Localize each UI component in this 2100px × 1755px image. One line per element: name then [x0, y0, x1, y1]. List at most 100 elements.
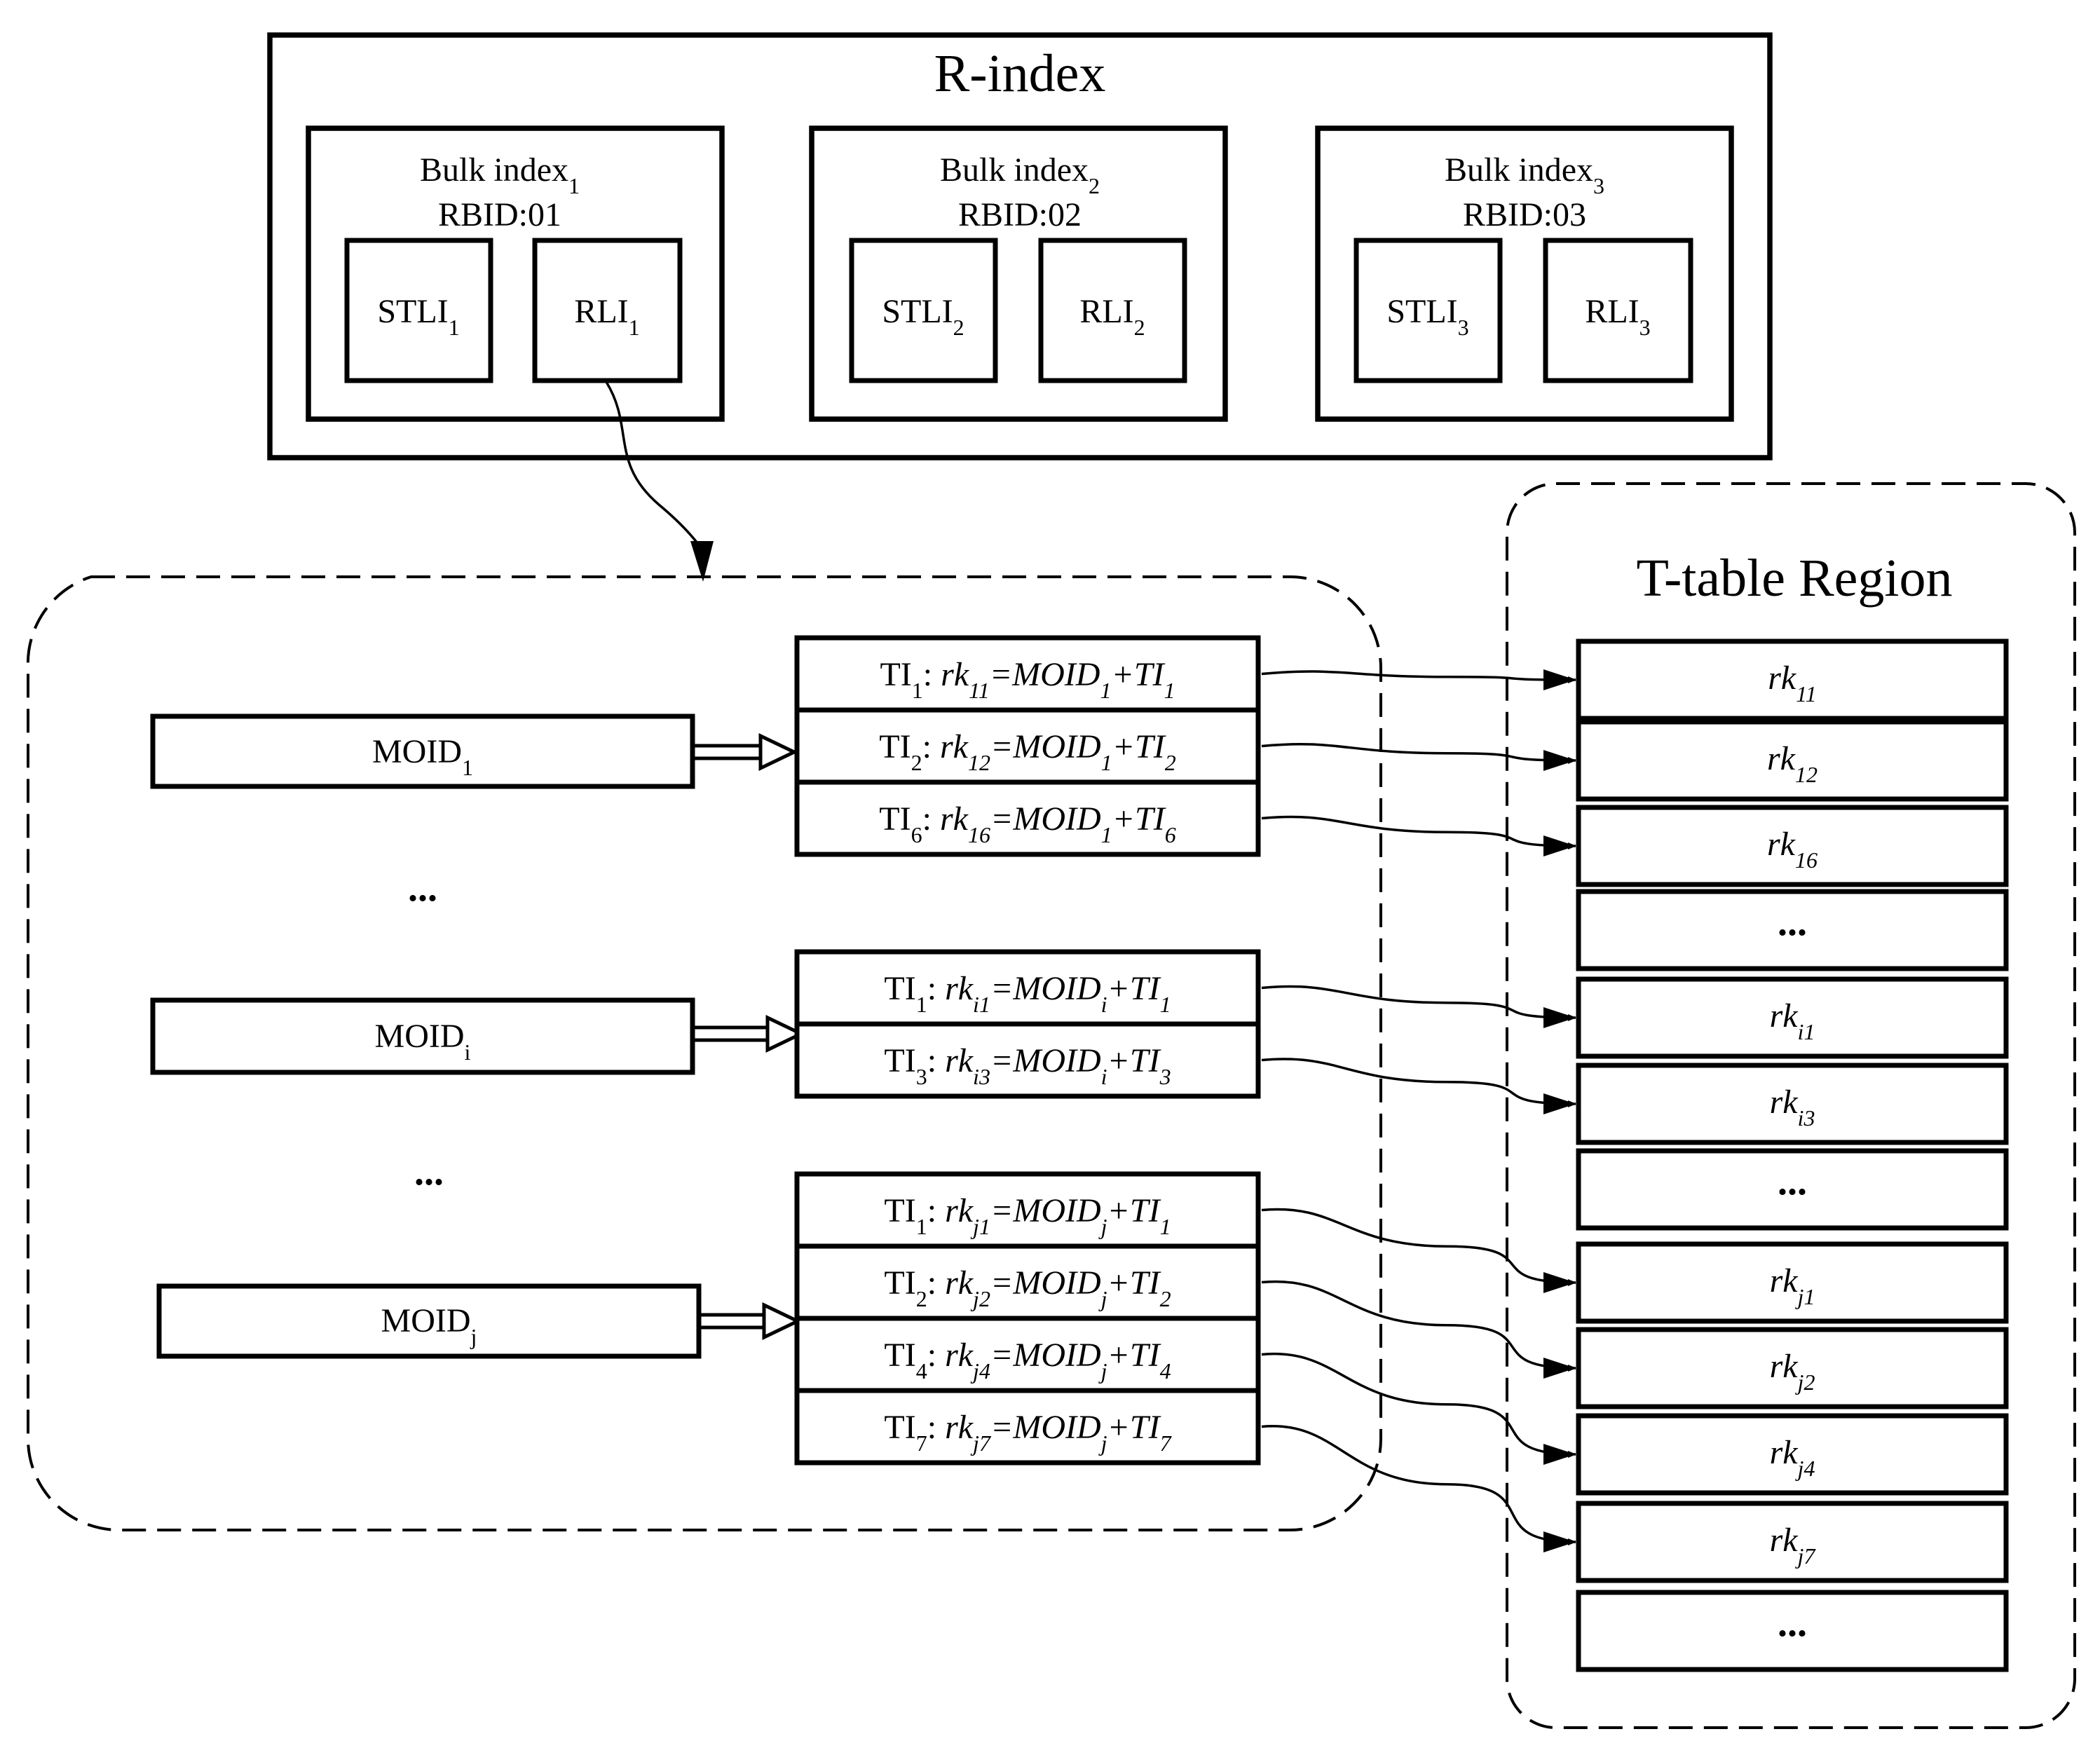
ti-to-rowkey-arrowhead — [1543, 1272, 1576, 1293]
moid-region-dashed-border — [26, 575, 1382, 1531]
ti-entry-label: TI1: rkj1=MOIDj+TI1 — [884, 1192, 1171, 1239]
ti-entry-label: TI7: rkj7=MOIDj+TI7 — [884, 1409, 1172, 1456]
ti-to-rowkey-arrowhead — [1543, 1358, 1576, 1379]
t-table-row-ellipsis: ... — [1778, 901, 1807, 944]
t-table-row — [1576, 1241, 2009, 1324]
ti-to-rowkey-arrowhead — [1543, 1007, 1576, 1028]
bulk-index-3: Bulk index3 RBID:03 STLI3 RLI3 — [1315, 125, 1734, 422]
moid-i-link-arrow — [693, 1015, 805, 1053]
ti-entry-label: TI1: rki1=MOIDi+TI1 — [884, 970, 1171, 1017]
t-table-row-key: rkj2 — [1770, 1348, 1815, 1395]
ti-to-rowkey-arrow — [1261, 1280, 1576, 1372]
ti-to-rowkey-arrow — [1261, 1058, 1576, 1107]
t-table-row — [1576, 805, 2009, 887]
ti-to-rowkey-arrowhead — [1543, 1093, 1576, 1114]
ti-entry-label: TI2: rk12=MOID1+TI2 — [879, 728, 1175, 775]
ti-entry-label: TI2: rkj2=MOIDj+TI2 — [884, 1264, 1171, 1311]
ti-to-rowkey-arrowhead — [1543, 669, 1576, 690]
bulk-index-3-title: Bulk index3 — [1445, 151, 1604, 198]
moid-1-link-arrow — [693, 733, 798, 771]
t-table-row — [1576, 1327, 2009, 1409]
t-table-row-key: rki3 — [1770, 1084, 1815, 1131]
stli-3-label: STLI3 — [1386, 293, 1468, 340]
bulk-index-1-title: Bulk index1 — [420, 151, 580, 198]
ti-entry-label: TI1: rk11=MOID1+TI1 — [880, 656, 1175, 703]
t-table-row — [1576, 1063, 2009, 1145]
ti-to-rowkey-arrow — [1261, 985, 1576, 1021]
moid-1: MOID1 — [150, 713, 695, 789]
ti-to-rowkey-arrowhead — [1543, 750, 1576, 771]
t-table-row-key: rkj1 — [1770, 1262, 1815, 1309]
bulk-index-2-rbid: RBID:02 — [958, 196, 1082, 233]
t-table-row-key: rkj7 — [1770, 1522, 1817, 1569]
ti-entry — [794, 1316, 1261, 1393]
ti-entry — [794, 949, 1261, 1027]
t-table-row — [1576, 1148, 2009, 1231]
ti-entry — [794, 779, 1261, 857]
moid-ellipsis-1: ... — [408, 866, 437, 910]
moid-j-link-arrow — [699, 1302, 802, 1340]
stli-1-box — [344, 238, 493, 383]
t-table-row-key: rk16 — [1767, 826, 1818, 873]
moid-i-label: MOIDi — [375, 1018, 471, 1065]
moid-j-box — [156, 1283, 702, 1359]
t-table-row — [1576, 639, 2009, 721]
moid-1-box — [150, 713, 695, 789]
moid-1-label: MOID1 — [372, 733, 473, 780]
r-index-panel: R-index Bulk index1 RBID:01 STLI1 RLI1 B… — [267, 32, 1773, 460]
rli-1-label: RLI1 — [574, 293, 639, 340]
t-table-row — [1576, 1413, 2009, 1496]
ti-entry-label: TI4: rkj4=MOIDj+TI4 — [884, 1337, 1171, 1384]
ti-to-rowkey-arrow — [1261, 670, 1576, 683]
t-table-row — [1576, 976, 2009, 1059]
stli-1-label: STLI1 — [377, 293, 459, 340]
rli-to-region-arrowhead — [690, 541, 714, 582]
t-table-row-key: rki1 — [1770, 997, 1815, 1044]
ti-entry-label: TI6: rk16=MOID1+TI6 — [879, 800, 1175, 847]
rli-2-box — [1038, 238, 1187, 383]
t-table-row — [1576, 719, 2009, 802]
ti-to-rowkey-arrow — [1261, 1352, 1576, 1458]
t-table-row-ellipsis: ... — [1778, 1602, 1807, 1645]
r-index-title: R-index — [934, 44, 1106, 103]
stli-2-label: STLI2 — [882, 293, 964, 340]
moid-j-label: MOIDj — [381, 1302, 477, 1349]
moid-i: MOIDi — [150, 997, 695, 1075]
t-table-row — [1576, 1590, 2009, 1672]
ti-entry — [794, 1021, 1261, 1099]
bulk-index-1-rbid: RBID:01 — [438, 196, 561, 233]
ti-to-rowkey-arrow — [1261, 1208, 1576, 1286]
moid-j: MOIDj — [156, 1283, 702, 1359]
t-table-row — [1576, 889, 2009, 971]
t-table-row-ellipsis: ... — [1778, 1160, 1807, 1203]
moid-ellipsis-2: ... — [414, 1150, 444, 1194]
moid-i-box — [150, 997, 695, 1075]
ti-to-rowkey-arrow — [1261, 743, 1576, 764]
stli-2-box — [849, 238, 998, 383]
ti-to-rowkey-arrowhead — [1543, 1444, 1576, 1465]
bulk-index-3-rbid: RBID:03 — [1463, 196, 1586, 233]
rli-3-label: RLI3 — [1585, 293, 1650, 340]
ti-to-rowkey-arrowhead — [1543, 1531, 1576, 1552]
ti-to-rowkey-connectors — [1261, 669, 1576, 1552]
rli-3-box — [1543, 238, 1693, 383]
bulk-index-1: Bulk index1 RBID:01 STLI1 RLI1 — [306, 125, 725, 422]
ti-entry — [794, 1388, 1261, 1466]
t-table-row-key: rk12 — [1767, 740, 1818, 787]
ti-entry-label: TI3: rki3=MOIDi+TI3 — [884, 1042, 1171, 1089]
t-table-rows: rk11 rk12 rk16... rki1 rki3... rkj1 rkj2 rkj4 rk… — [1576, 639, 2009, 1672]
t-table-row-key: rkj4 — [1770, 1434, 1815, 1481]
ti-entry — [794, 1243, 1261, 1321]
rli-1-box — [532, 238, 683, 383]
ti-entry — [794, 707, 1261, 785]
rli-2-label: RLI2 — [1079, 293, 1145, 340]
ti-to-rowkey-arrow — [1261, 1424, 1576, 1545]
t-table-row-key: rk11 — [1768, 660, 1817, 706]
t-table-row — [1576, 1501, 2009, 1583]
bulk-index-2: Bulk index2 RBID:02 STLI2 RLI2 — [809, 125, 1228, 422]
ti-to-rowkey-arrow — [1261, 815, 1576, 849]
bulk-index-2-title: Bulk index2 — [940, 151, 1100, 198]
t-table-region-title: T-table Region — [1637, 549, 1953, 608]
